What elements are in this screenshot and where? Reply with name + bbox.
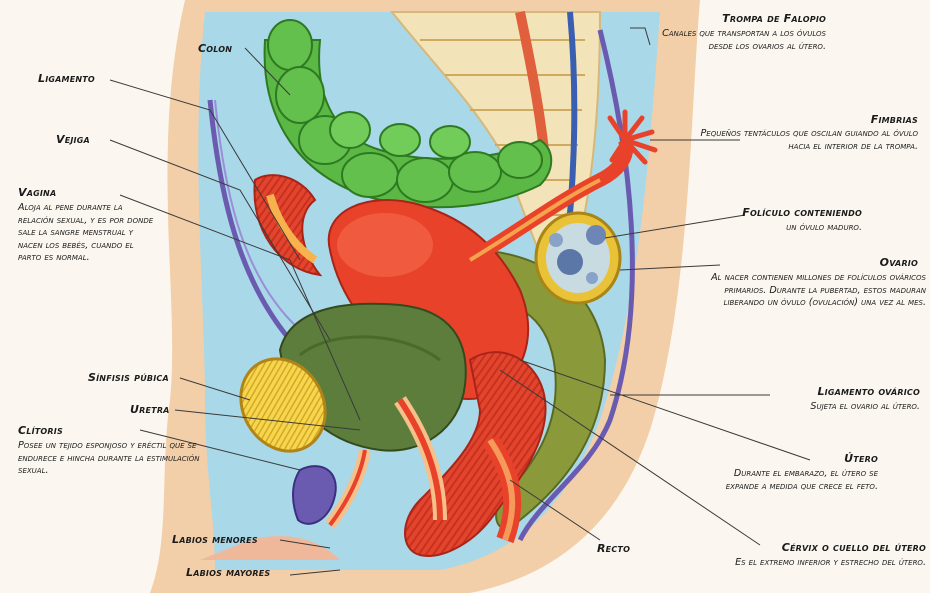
label-uretra: Uretra <box>130 403 170 416</box>
desc-ovario: Al nacer contienen millones de folículos… <box>700 272 926 310</box>
label-trompa: Trompa de Falopio <box>640 12 826 25</box>
label-sinfisis: Sínfisis púbica <box>88 371 169 384</box>
label-vagina: Vagina <box>18 186 56 199</box>
desc-utero: Durante el embarazo, el útero se expande… <box>720 468 878 493</box>
desc-trompa: Canales que transportan a los óvulos des… <box>640 28 826 53</box>
desc-cervix: Es el extremo inferior y estrecho del út… <box>720 557 926 570</box>
label-ligamento-ovarico: Ligamento ovárico <box>740 385 920 398</box>
label-cervix: Cérvix o cuello del útero <box>700 541 926 554</box>
ovary <box>536 213 620 303</box>
label-recto: Recto <box>597 542 630 555</box>
label-labios-mayores: Labios mayores <box>186 566 270 579</box>
desc-vagina: Aloja al pene durante la relación sexual… <box>18 202 156 265</box>
desc-clitoris: Posee un tejido esponjoso y eréctil que … <box>18 440 218 478</box>
label-colon: Colon <box>198 42 232 55</box>
label-fimbrias: Fimbrias <box>740 113 918 126</box>
label-ovario: Ovario <box>740 256 918 269</box>
label-vejiga: Vejiga <box>56 133 90 146</box>
label-foliculo: Folículo conteniendo <box>690 206 862 219</box>
label-clitoris: Clítoris <box>18 424 63 437</box>
label-utero: Útero <box>800 452 878 465</box>
label-ligamento: Ligamento <box>38 72 95 85</box>
desc-ligamento-ovarico: Sujeta el ovario al útero. <box>740 401 920 414</box>
desc-fimbrias: Pequeños tentáculos que oscilan guiando … <box>700 128 918 153</box>
desc-foliculo: un óvulo maduro. <box>690 222 862 235</box>
uterus-highlight <box>337 213 433 277</box>
label-labios-menores: Labios menores <box>172 533 258 546</box>
